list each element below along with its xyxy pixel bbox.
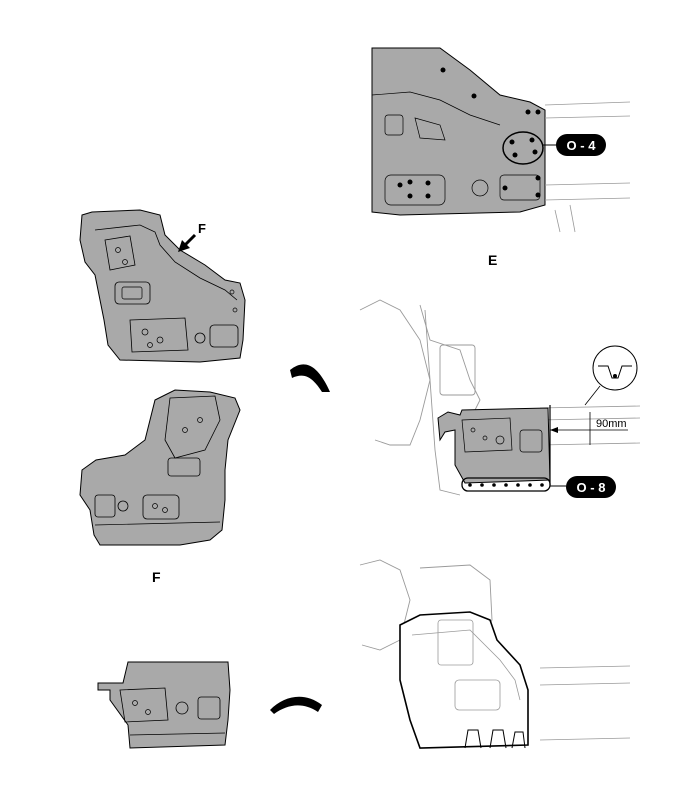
cut-location-view xyxy=(359,299,641,496)
panel-top-left xyxy=(79,209,246,363)
step-arrow-lower xyxy=(270,696,322,714)
view-f-label: F xyxy=(152,569,161,585)
view-e-detail xyxy=(371,47,631,233)
installed-outline-view xyxy=(359,559,631,749)
panel-bottom-left xyxy=(97,661,231,749)
view-f-arrow xyxy=(178,233,197,252)
step-arrow-upper xyxy=(290,364,330,392)
callout-o8-text: O - 8 xyxy=(577,480,606,495)
dimension-text: 90mm xyxy=(596,418,627,430)
view-e-label: E xyxy=(488,252,497,268)
callout-o8: O - 8 xyxy=(566,476,616,498)
panel-middle-left xyxy=(79,389,241,546)
view-f-arrow-label: F xyxy=(198,221,206,236)
dimension-90mm: 90mm xyxy=(550,412,628,445)
cut-section-detail xyxy=(584,345,638,406)
callout-o4: O - 4 xyxy=(556,134,606,156)
callout-o4-text: O - 4 xyxy=(567,138,597,153)
